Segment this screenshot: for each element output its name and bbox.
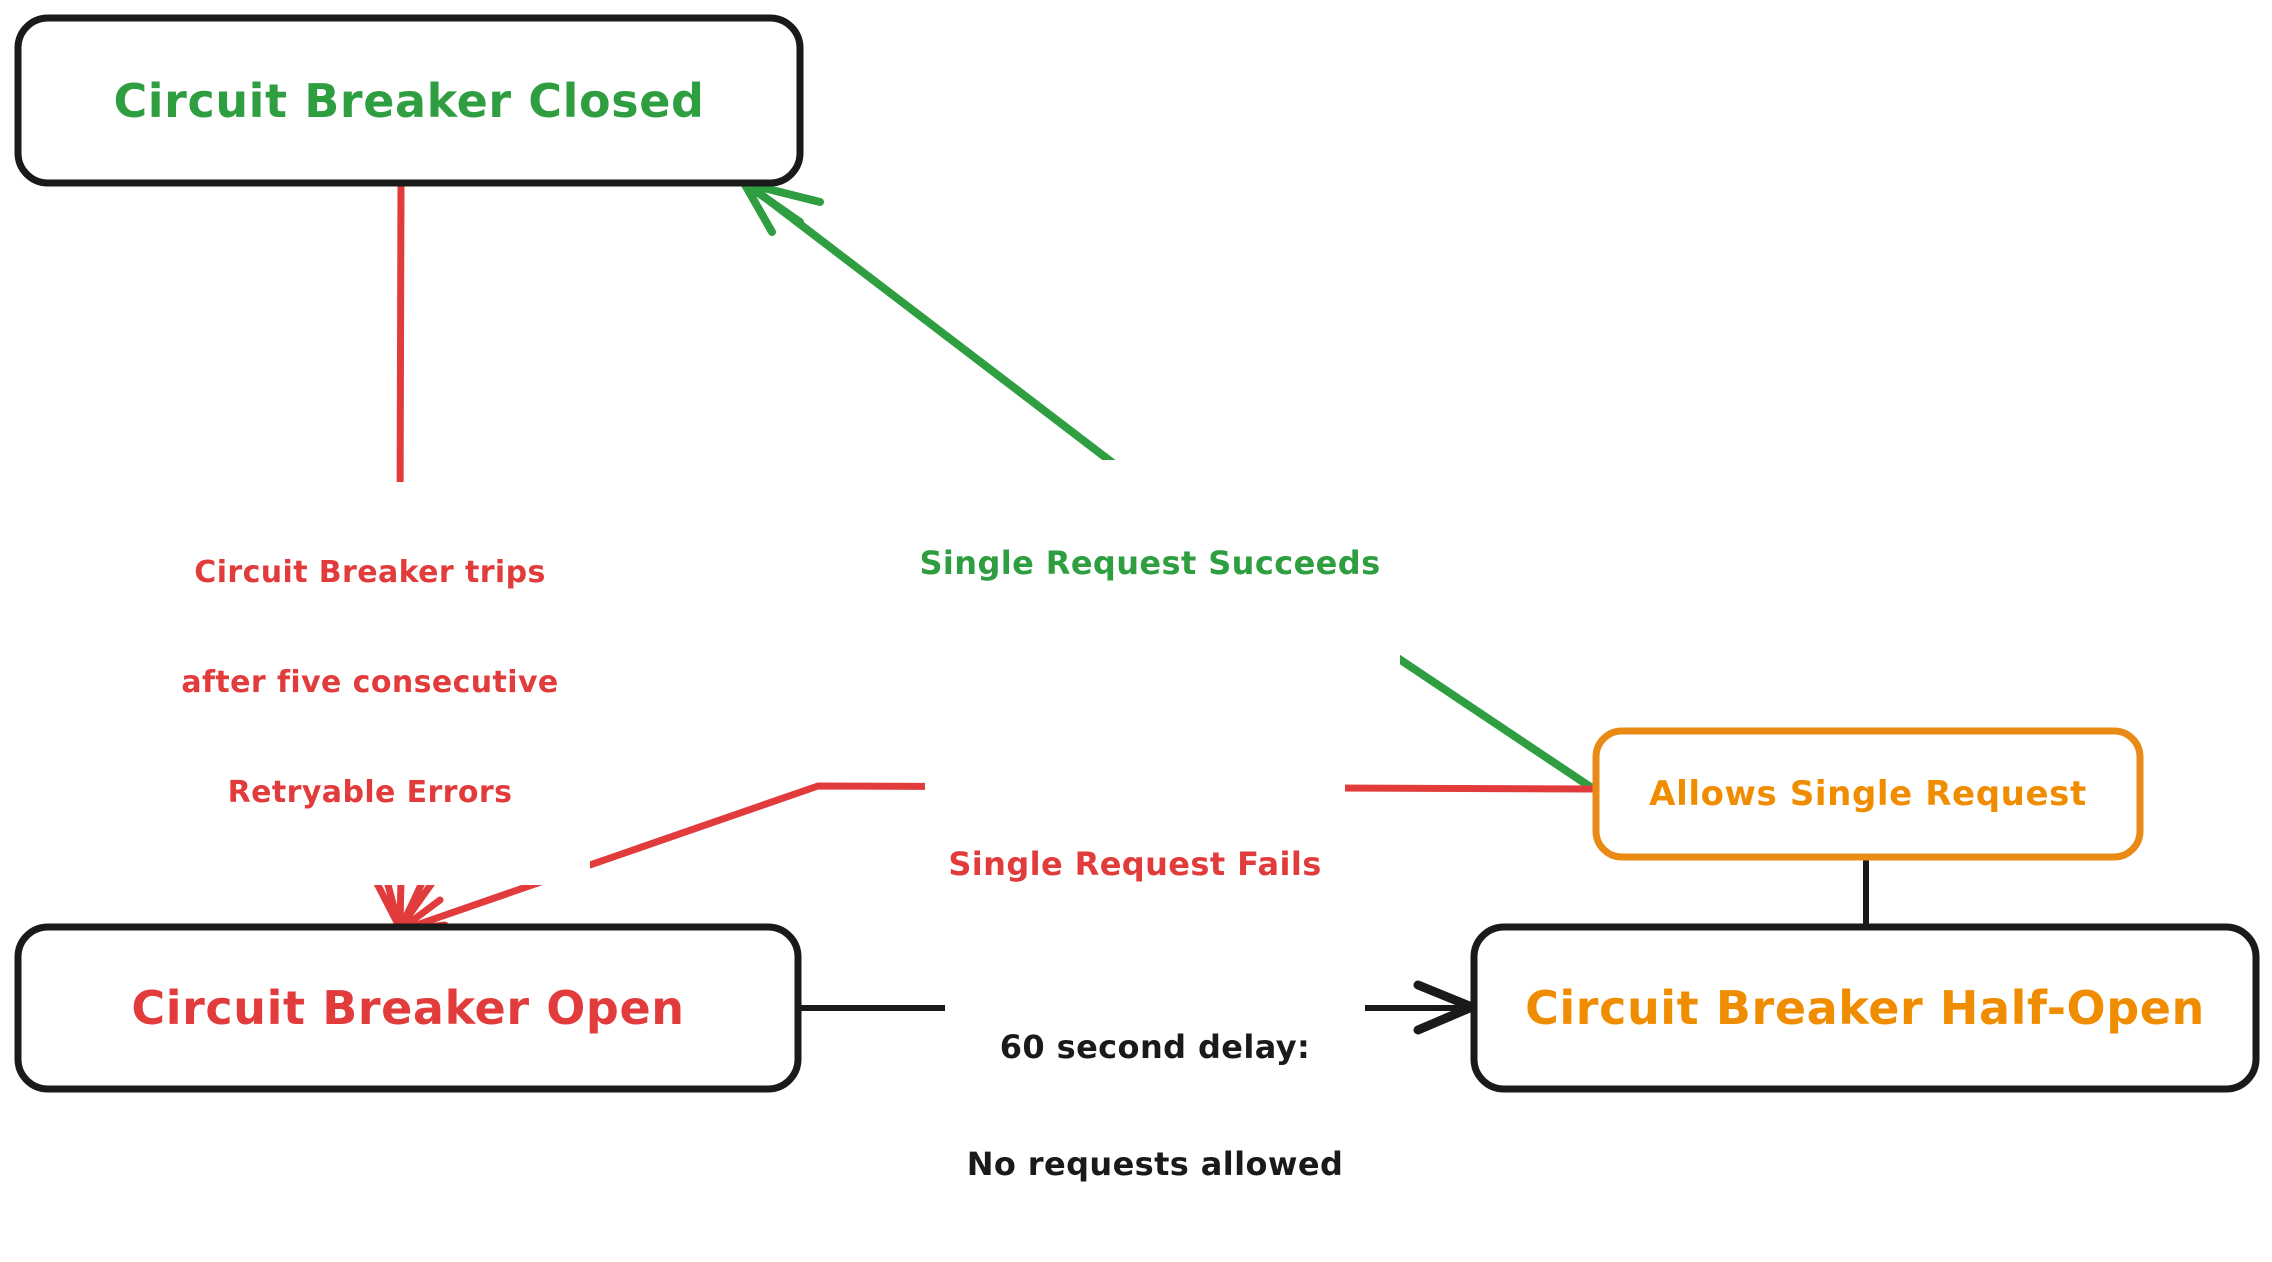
node-label-circuit-breaker-half-open: Circuit Breaker Half-Open <box>1525 981 2205 1035</box>
node-box-circuit-breaker-open[interactable] <box>14 923 802 1093</box>
edge-label-line: Circuit Breaker trips <box>194 555 546 591</box>
edge-label-line: after five consecutive <box>181 664 559 700</box>
edge-label-line: Single Request Succeeds <box>919 544 1381 583</box>
node-box-allows-single-request[interactable] <box>1592 727 2144 861</box>
edge-label-line: No requests allowed <box>966 1145 1344 1184</box>
edge-label-line: Retryable Errors <box>227 774 513 810</box>
state-diagram-canvas: Circuit Breaker Closed Circuit Breaker O… <box>14 14 2260 1184</box>
edge-allows-to-open-arrowhead <box>379 862 449 934</box>
node-box-circuit-breaker-closed[interactable] <box>14 14 804 187</box>
edge-open-to-half-open-arrowhead <box>1413 980 1477 1035</box>
edge-label-closed-to-open: Circuit Breaker trips after five consecu… <box>150 482 590 885</box>
node-label-circuit-breaker-open: Circuit Breaker Open <box>131 981 685 1035</box>
edge-label-allows-to-open: Single Request Fails <box>925 763 1345 967</box>
node-label-allows-single-request: Allows Single Request <box>1649 774 2087 814</box>
edge-allows-to-closed-arrowhead <box>740 179 824 236</box>
edge-label-line: Single Request Fails <box>948 845 1322 884</box>
edge-label-line: 60 second delay: <box>999 1028 1311 1067</box>
node-label-circuit-breaker-closed: Circuit Breaker Closed <box>113 73 705 128</box>
edge-label-allows-to-closed: Single Request Succeeds <box>900 460 1400 668</box>
node-box-circuit-breaker-half-open[interactable] <box>1470 923 2260 1093</box>
edge-label-open-to-half-open: 60 second delay: No requests allowed <box>945 950 1365 1262</box>
